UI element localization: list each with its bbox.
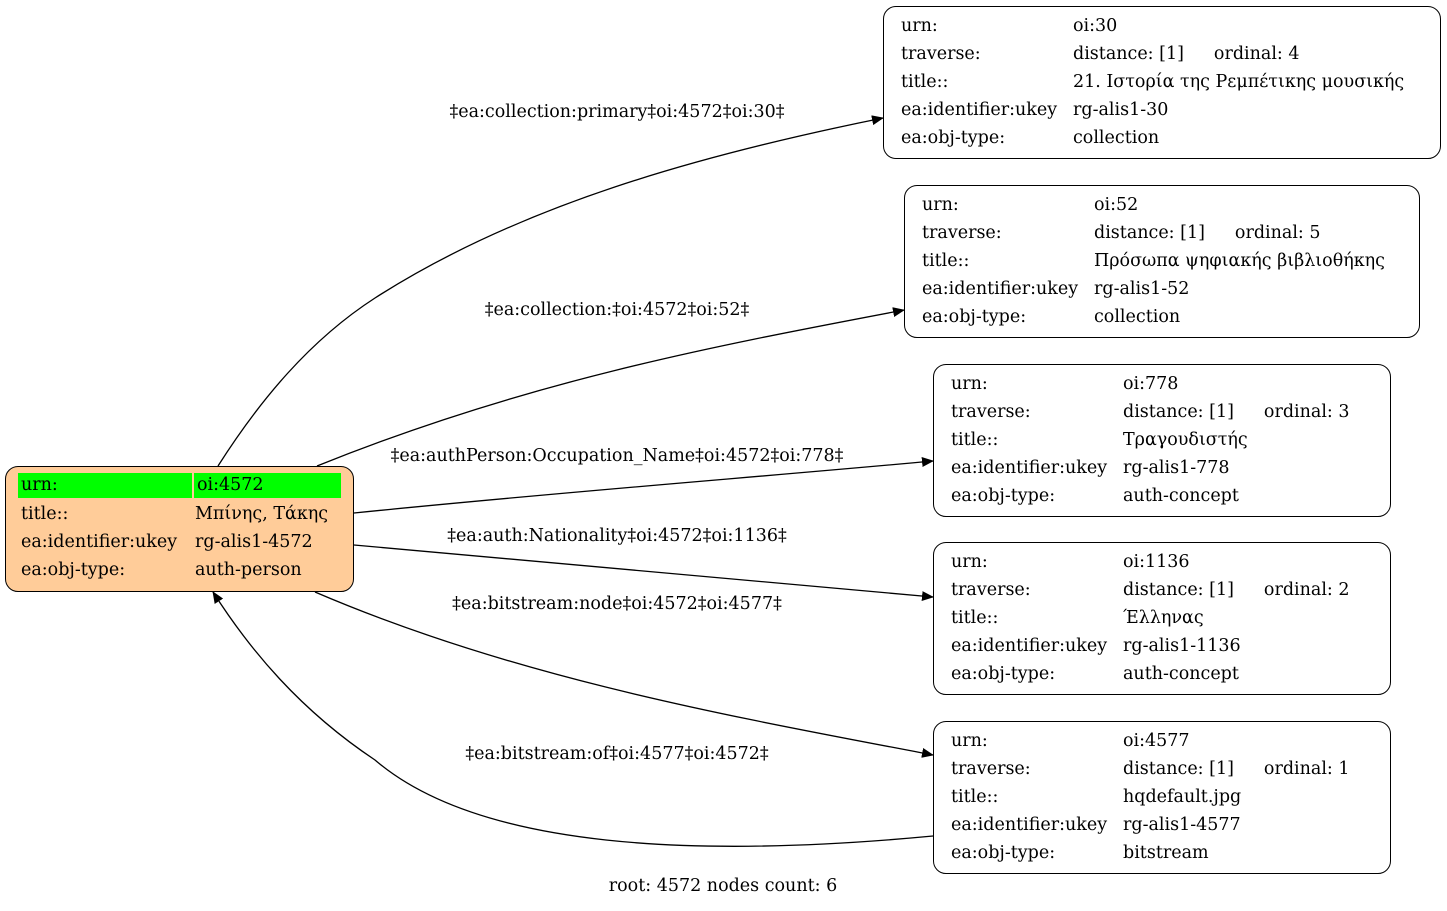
edge-occupation <box>353 457 934 514</box>
node-urn-key: urn: <box>901 16 938 36</box>
node-distance: distance: [1] <box>1123 580 1234 600</box>
node-title-key: title:: <box>951 787 999 807</box>
root-type-key: ea:obj-type: <box>21 560 126 580</box>
node-traverse-key: traverse: <box>951 402 1031 422</box>
node-type-value: auth-concept <box>1123 664 1239 684</box>
node-type-value: collection <box>1094 307 1181 327</box>
edge-label-bitstream-of: ‡ea:bitstream:of‡oi:4577‡oi:4572‡ <box>465 744 769 764</box>
node-type-key: ea:obj-type: <box>901 128 1006 148</box>
root-node[interactable]: urn: oi:4572 title:: Μπίνης, Τάκης ea:id… <box>5 466 354 592</box>
node-urn-key: urn: <box>922 195 959 215</box>
node-distance: distance: [1] <box>1123 759 1234 779</box>
node-distance: distance: [1] <box>1123 402 1234 422</box>
node-urn-value: oi:4577 <box>1123 731 1190 751</box>
edge-label-collection-primary: ‡ea:collection:primary‡oi:4572‡oi:30‡ <box>449 102 785 122</box>
node-type-key: ea:obj-type: <box>922 307 1027 327</box>
root-title-key: title:: <box>21 504 69 524</box>
node-oi-30[interactable]: urn: oi:30 traverse: distance: [1] ordinal:… <box>883 6 1441 159</box>
node-urn-key: urn: <box>951 731 988 751</box>
edge-bitstream-node <box>314 591 934 758</box>
node-urn-value: oi:1136 <box>1123 552 1190 572</box>
node-title-value: Έλληνας <box>1123 608 1204 628</box>
edge-bitstream-of <box>212 591 934 847</box>
node-type-key: ea:obj-type: <box>951 843 1056 863</box>
node-traverse-key: traverse: <box>901 44 981 64</box>
node-distance: distance: [1] <box>1094 223 1205 243</box>
node-title-key: title:: <box>951 430 999 450</box>
node-title-value: Πρόσωπα ψηφιακής βιβλιοθήκης <box>1094 251 1385 271</box>
node-type-value: bitstream <box>1123 843 1209 863</box>
node-ukey-value: rg-alis1-52 <box>1094 279 1190 299</box>
node-title-key: title:: <box>901 72 949 92</box>
node-ordinal: ordinal: 1 <box>1263 759 1350 779</box>
root-ukey-value: rg-alis1-4572 <box>195 532 313 552</box>
root-urn-value: oi:4572 <box>194 473 341 498</box>
node-title-value: hqdefault.jpg <box>1123 787 1242 807</box>
node-ordinal: ordinal: 4 <box>1213 44 1300 64</box>
node-ukey-key: ea:identifier:ukey <box>951 815 1108 835</box>
root-ukey-row: ea:identifier:ukey rg-alis1-4572 <box>18 528 341 556</box>
node-urn-key: urn: <box>951 552 988 572</box>
node-type-key: ea:obj-type: <box>951 664 1056 684</box>
root-title-row: title:: Μπίνης, Τάκης <box>18 500 341 528</box>
node-type-key: ea:obj-type: <box>951 486 1056 506</box>
node-ukey-value: rg-alis1-778 <box>1123 458 1230 478</box>
node-urn-key: urn: <box>951 374 988 394</box>
node-ukey-key: ea:identifier:ukey <box>951 458 1108 478</box>
node-urn-value: oi:52 <box>1094 195 1139 215</box>
node-traverse-key: traverse: <box>922 223 1002 243</box>
node-title-value: 21. Ιστορία της Ρεμπέτικης μουσικής <box>1073 72 1405 92</box>
node-ukey-key: ea:identifier:ukey <box>901 100 1058 120</box>
node-traverse-key: traverse: <box>951 580 1031 600</box>
edge-label-bitstream-node: ‡ea:bitstream:node‡oi:4572‡oi:4577‡ <box>452 594 782 614</box>
node-distance: distance: [1] <box>1073 44 1184 64</box>
node-oi-1136[interactable]: urn: oi:1136 traverse: distance: [1] ordina… <box>933 542 1391 695</box>
node-ordinal: ordinal: 2 <box>1263 580 1350 600</box>
edge-label-nationality: ‡ea:auth:Nationality‡oi:4572‡oi:1136‡ <box>447 526 787 546</box>
node-title-value: Τραγουδιστής <box>1123 430 1248 450</box>
node-ukey-value: rg-alis1-30 <box>1073 100 1169 120</box>
root-title-value: Μπίνης, Τάκης <box>195 504 329 524</box>
node-ukey-value: rg-alis1-4577 <box>1123 815 1241 835</box>
node-ordinal: ordinal: 5 <box>1234 223 1321 243</box>
node-ordinal: ordinal: 3 <box>1263 402 1350 422</box>
root-type-value: auth-person <box>195 560 302 580</box>
edge-collection <box>316 307 905 467</box>
node-ukey-key: ea:identifier:ukey <box>922 279 1079 299</box>
node-traverse-key: traverse: <box>951 759 1031 779</box>
node-oi-4577[interactable]: urn: oi:4577 traverse: distance: [1] ordina… <box>933 721 1391 874</box>
root-urn-row: urn: oi:4572 <box>18 473 341 498</box>
edge-label-collection: ‡ea:collection:‡oi:4572‡oi:52‡ <box>484 300 750 320</box>
node-type-value: auth-concept <box>1123 486 1239 506</box>
root-ukey-key: ea:identifier:ukey <box>21 532 178 552</box>
node-oi-778[interactable]: urn: oi:778 traverse: distance: [1] ordinal… <box>933 364 1391 517</box>
node-ukey-value: rg-alis1-1136 <box>1123 636 1241 656</box>
graph-footer: root: 4572 nodes count: 6 <box>608 876 838 896</box>
root-urn-key: urn: <box>18 473 192 498</box>
node-type-value: collection <box>1073 128 1160 148</box>
edge-collection-primary <box>217 115 884 467</box>
node-urn-value: oi:778 <box>1123 374 1179 394</box>
edge-label-occupation: ‡ea:authPerson:Occupation_Name‡oi:4572‡o… <box>390 446 844 466</box>
edge-nationality <box>353 544 934 602</box>
node-title-key: title:: <box>951 608 999 628</box>
node-urn-value: oi:30 <box>1073 16 1118 36</box>
node-oi-52[interactable]: urn: oi:52 traverse: distance: [1] ordinal:… <box>904 185 1420 338</box>
node-ukey-key: ea:identifier:ukey <box>951 636 1108 656</box>
node-title-key: title:: <box>922 251 970 271</box>
root-type-row: ea:obj-type: auth-person <box>18 556 341 584</box>
